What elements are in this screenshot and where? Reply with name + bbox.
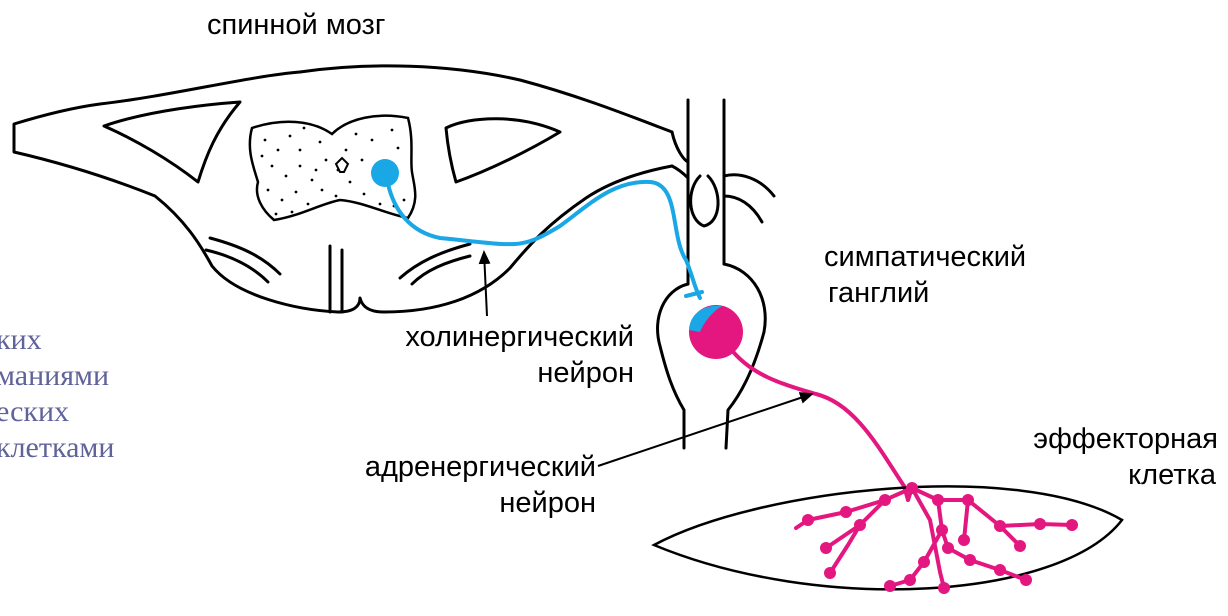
ganglion-label-line2: ганглий [828, 278, 929, 308]
adrenergic-label-line1: адренергический [296, 452, 596, 482]
adrenergic-pointer-arrow [598, 394, 812, 466]
ganglion-label-line1: симпатический [824, 242, 1026, 272]
cholinergic-cell-body [371, 159, 399, 187]
spinal-cord-label: спинной мозг [207, 10, 385, 40]
effector-cell [654, 482, 1122, 594]
adrenergic-neuron [689, 305, 908, 500]
adrenergic-label-line2: нейрон [296, 488, 596, 518]
sympathetic-trunk-outline [658, 100, 774, 448]
cholinergic-pointer-arrow [484, 252, 487, 316]
effector-label-line1: эффекторная [900, 424, 1218, 454]
cholinergic-label-line1: холинергический [346, 322, 634, 352]
cholinergic-label-line2: нейрон [346, 358, 634, 388]
effector-label-line2: клетка [900, 460, 1216, 490]
spinal-cord-outline [14, 66, 672, 312]
